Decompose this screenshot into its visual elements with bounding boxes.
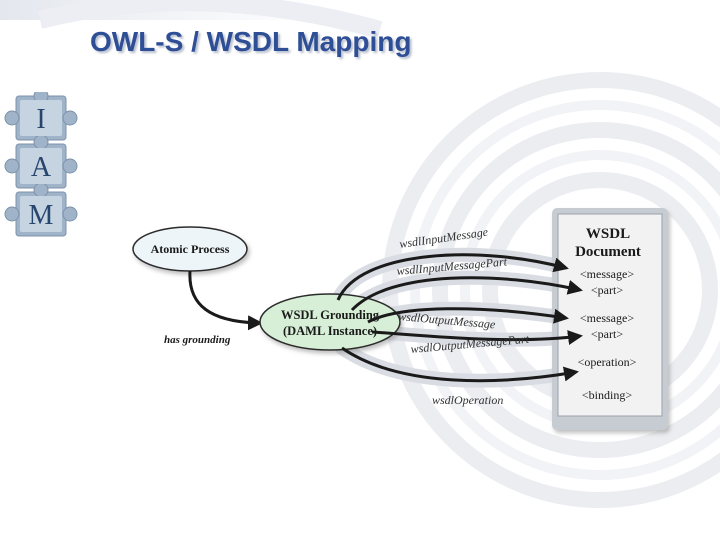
operation-label: wsdlOperation (432, 393, 503, 407)
logo-letter-a: A (31, 152, 52, 183)
slide-title: OWL-S / WSDL Mapping (90, 26, 412, 57)
input-message-arrow (336, 253, 569, 301)
operation-arrow (341, 346, 579, 383)
wsdl-item-message-1: <message> (580, 267, 634, 281)
logo-letter-i: I (36, 104, 45, 135)
input-message-label: wsdlInputMessage (398, 225, 489, 251)
has-grounding-label: has grounding (164, 334, 231, 346)
has-grounding-arrow (188, 270, 263, 331)
wsdl-item-operation: <operation> (578, 355, 637, 369)
input-message-part-arrow (350, 276, 583, 312)
wsdl-item-binding: <binding> (582, 388, 632, 402)
grounding-label-line1: WSDL Grounding (281, 308, 380, 322)
grounding-label-line2: (DAML Instance) (283, 324, 377, 338)
iam-puzzle-logo: I A M (4, 92, 78, 237)
wsdl-document-box (552, 208, 668, 430)
wsdl-grounding-node (259, 293, 401, 351)
output-message-part-arrow (371, 330, 583, 345)
wsdl-document-title-line2: Document (575, 244, 641, 260)
wsdl-item-message-2: <message> (580, 311, 634, 325)
wsdl-document-title-line1: WSDL (586, 226, 630, 242)
wsdl-item-part-2: <part> (591, 327, 623, 341)
wsdl-item-part-1: <part> (591, 283, 623, 297)
atomic-process-label: Atomic Process (151, 242, 230, 256)
logo-letter-m: M (29, 200, 54, 231)
output-message-arrow (367, 307, 569, 324)
